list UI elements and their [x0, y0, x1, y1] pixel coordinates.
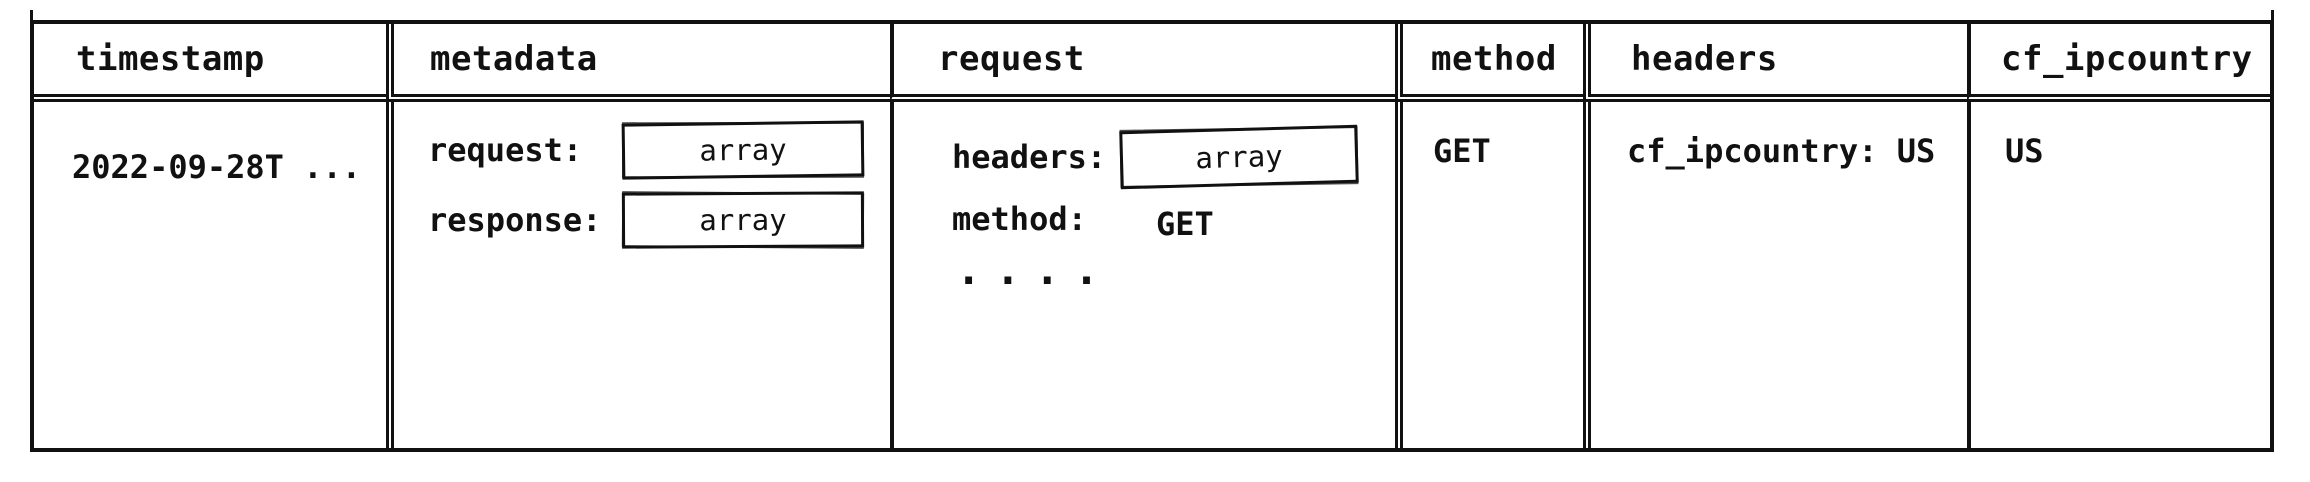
column-header-label: request	[938, 39, 1085, 79]
column-header-label: cf_ipcountry	[2001, 39, 2253, 79]
cell-timestamp: 2022-09-28T ...	[34, 102, 386, 448]
cell-cf-ipcountry: US	[1967, 102, 2270, 448]
cell-method: GET	[1395, 102, 1583, 448]
column-header-timestamp: timestamp	[34, 24, 386, 102]
column-header-label: method	[1431, 39, 1557, 79]
field-key: method:	[952, 200, 1087, 238]
array-value-label: array	[1194, 138, 1284, 176]
field-key: headers:	[952, 138, 1107, 176]
method-value: GET	[1433, 132, 1491, 170]
array-value-label: array	[699, 202, 787, 238]
array-value-label: array	[699, 132, 787, 168]
column-header-headers: headers	[1583, 24, 1967, 102]
cell-metadata: request: array response: array	[386, 102, 890, 448]
request-field-method: method: GET	[952, 200, 1395, 243]
truncation-dots: ....	[956, 245, 1114, 294]
cf-ipcountry-value: US	[2005, 132, 2044, 170]
column-header-cf-ipcountry: cf_ipcountry	[1967, 24, 2270, 102]
database-table-diagram: timestamp metadata request method header…	[30, 10, 2274, 452]
request-field-headers: headers: array	[952, 124, 1395, 190]
cell-request: headers: array method: GET ....	[890, 102, 1395, 448]
metadata-field-response: response: array	[428, 191, 890, 249]
column-header-label: metadata	[430, 39, 598, 79]
array-value-box: array	[621, 191, 865, 249]
column-header-metadata: metadata	[386, 24, 890, 102]
metadata-field-request: request: array	[428, 120, 890, 180]
cell-headers: cf_ipcountry: US	[1583, 102, 1967, 448]
array-value-box: array	[1119, 124, 1359, 190]
timestamp-value: 2022-09-28T ...	[72, 148, 361, 186]
field-key: request:	[428, 131, 583, 169]
column-header-method: method	[1395, 24, 1583, 102]
column-header-label: timestamp	[76, 39, 265, 79]
array-value-box: array	[621, 120, 865, 180]
column-header-label: headers	[1631, 39, 1778, 79]
headers-value: cf_ipcountry: US	[1627, 132, 1936, 170]
field-key: response:	[428, 201, 602, 239]
column-header-request: request	[890, 24, 1395, 102]
field-value: GET	[1156, 205, 1214, 243]
